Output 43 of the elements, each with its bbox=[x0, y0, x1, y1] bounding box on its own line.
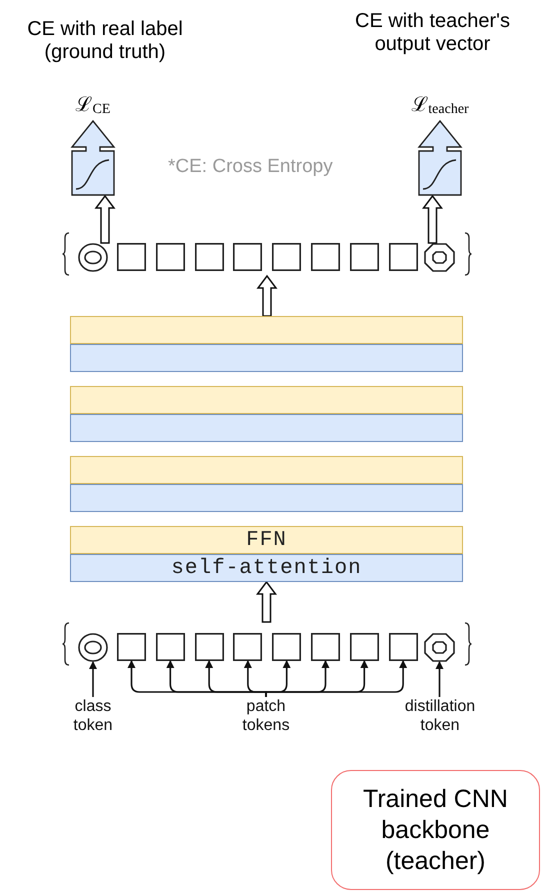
patch-token-square bbox=[272, 633, 302, 661]
layer-bar bbox=[70, 484, 463, 512]
patch-token-square bbox=[350, 633, 379, 661]
arrow bbox=[436, 661, 444, 697]
distillation-token-octagon bbox=[424, 243, 455, 272]
patch-token-square bbox=[194, 633, 224, 661]
patch-token-square bbox=[388, 243, 418, 271]
layer-bar bbox=[70, 456, 463, 484]
distillation-token-octagon bbox=[424, 633, 455, 662]
patch-token-square bbox=[233, 633, 262, 661]
patch-token-square bbox=[233, 243, 262, 271]
layer-bar: self-attention bbox=[70, 554, 463, 582]
patch-token-square bbox=[194, 243, 224, 271]
arrow bbox=[89, 661, 97, 697]
patch-token-square bbox=[156, 633, 185, 661]
layer-bar bbox=[70, 344, 463, 372]
patch-token-square bbox=[388, 633, 418, 661]
token-label: class token bbox=[60, 697, 126, 735]
footnote: *CE: Cross Entropy bbox=[168, 156, 333, 178]
patch-token-square bbox=[311, 243, 340, 271]
loss-heading: CE with real label (ground truth) bbox=[26, 18, 184, 64]
token-label: patch tokens bbox=[226, 697, 306, 735]
patch-token-square bbox=[311, 633, 340, 661]
teacher-box: Trained CNN backbone (teacher) bbox=[331, 770, 540, 890]
loss-heading: CE with teacher's output vector bbox=[354, 10, 511, 56]
patch-token-square bbox=[156, 243, 185, 271]
patch-token-square bbox=[272, 243, 302, 271]
hollow-arrow bbox=[422, 194, 443, 244]
hollow-arrow bbox=[256, 580, 277, 623]
loss-symbol: ℒ$_{teacher}$ bbox=[411, 94, 469, 119]
hollow-arrow bbox=[94, 194, 116, 244]
hollow-arrow bbox=[256, 274, 278, 317]
patch-token-square bbox=[350, 243, 379, 271]
layer-bar bbox=[70, 386, 463, 414]
class-token-circle bbox=[78, 633, 108, 662]
loss-symbol: ℒ$_{CE}$ bbox=[76, 94, 110, 119]
patch-token-square bbox=[117, 633, 146, 661]
class-token-circle bbox=[78, 243, 108, 272]
layer-bar bbox=[70, 414, 463, 442]
patch-token-square bbox=[117, 243, 146, 271]
layer-bar: FFN bbox=[70, 526, 463, 554]
token-label: distillation token bbox=[390, 697, 490, 735]
layer-bar bbox=[70, 316, 463, 344]
